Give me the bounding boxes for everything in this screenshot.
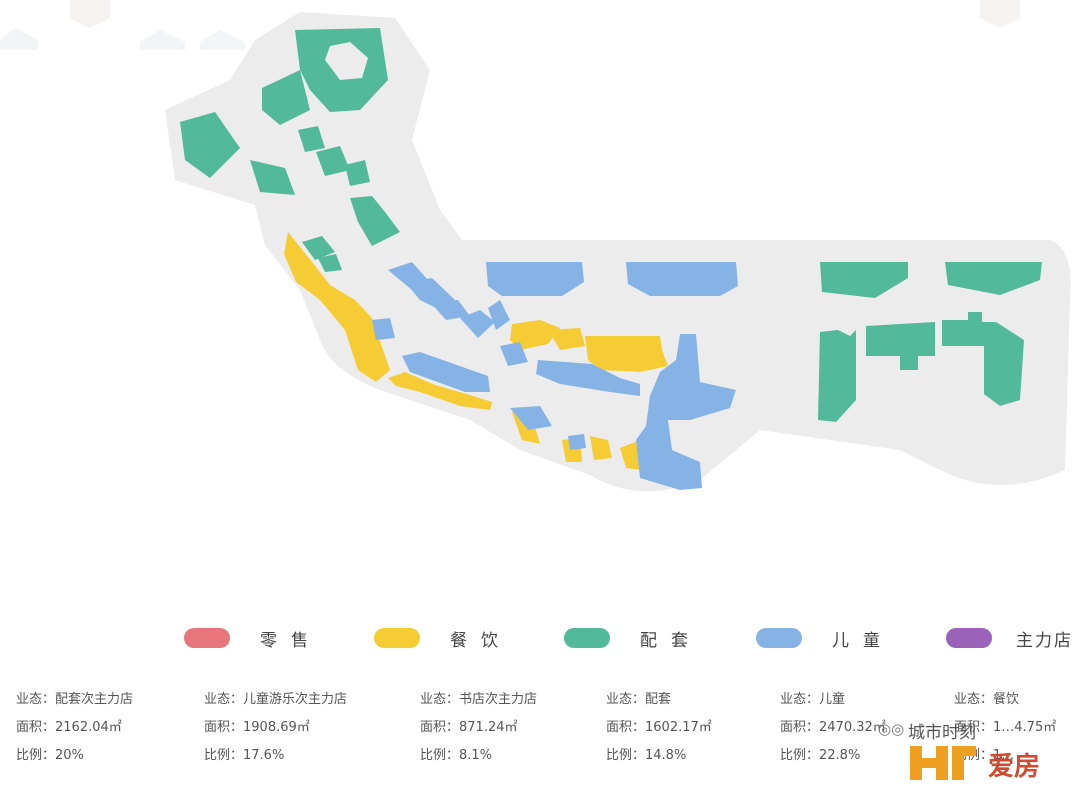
stat-ratio: 比例：22.8% (780, 748, 861, 763)
watermark-account: 城市时刻 (908, 723, 976, 743)
legend-swatch-retail (184, 628, 230, 648)
stat-format: 业态：儿童 (780, 692, 846, 707)
zone-supporting (180, 28, 1042, 422)
stat-area: 面积：2470.32㎡ (780, 720, 886, 735)
zone-children (372, 262, 738, 490)
decorative-hexagons (0, 0, 1020, 50)
stat-ratio: 比例：14.8% (606, 748, 687, 763)
stat-format: 业态：配套 (606, 692, 672, 707)
stat-ratio: 比例：8.1% (420, 748, 493, 763)
stat-format: 业态：书店次主力店 (420, 692, 538, 707)
legend-item-retail: 零售 (184, 618, 322, 658)
stat-block-3: 业态：书店次主力店 面积：871.24㎡ 比例：8.1% (420, 686, 537, 770)
watermark-brand: 爱房 (988, 752, 1041, 782)
legend-item-supporting: 配套 (564, 618, 702, 658)
stat-ratio: 比例：20% (16, 748, 84, 763)
wechat-icon: ◎◎ (878, 720, 905, 738)
stat-format: 业态：餐饮 (954, 692, 1020, 707)
stat-block-2: 业态：儿童游乐次主力店 面积：1908.69㎡ 比例：17.6% (204, 686, 347, 770)
legend-label-dining: 餐饮 (450, 630, 512, 651)
map-legend: 零售 餐饮 配套 儿童 主力店 (0, 618, 1080, 658)
legend-item-children: 儿童 (756, 618, 894, 658)
stat-block-5: 业态：儿童 面积：2470.32㎡ 比例：22.8% (780, 686, 886, 770)
legend-label-children: 儿童 (832, 630, 894, 651)
stat-format: 业态：儿童游乐次主力店 (204, 692, 348, 707)
stat-area: 面积：1908.69㎡ (204, 720, 310, 735)
floor-plan-map (165, 12, 1071, 492)
legend-label-retail: 零售 (260, 630, 322, 651)
brand-logo-icon (910, 746, 976, 780)
legend-label-anchor: 主力店 (1016, 630, 1073, 651)
stat-format: 业态：配套次主力店 (16, 692, 134, 707)
legend-label-supporting: 配套 (640, 630, 702, 651)
legend-item-anchor: 主力店 (946, 618, 1073, 658)
legend-swatch-dining (374, 628, 420, 648)
stat-area: 面积：871.24㎡ (420, 720, 518, 735)
stat-ratio: 比例：17.6% (204, 748, 285, 763)
legend-swatch-supporting (564, 628, 610, 648)
stat-block-1: 业态：配套次主力店 面积：2162.04㎡ 比例：20% (16, 686, 133, 770)
stat-area: 面积：1602.17㎡ (606, 720, 712, 735)
stat-area: 面积：1…4.75㎡ (954, 720, 1057, 735)
legend-swatch-anchor (946, 628, 992, 648)
legend-swatch-children (756, 628, 802, 648)
legend-item-dining: 餐饮 (374, 618, 512, 658)
stat-block-4: 业态：配套 面积：1602.17㎡ 比例：14.8% (606, 686, 712, 770)
stat-area: 面积：2162.04㎡ (16, 720, 122, 735)
watermark: ◎◎ 城市时刻 爱房 (878, 710, 1074, 782)
